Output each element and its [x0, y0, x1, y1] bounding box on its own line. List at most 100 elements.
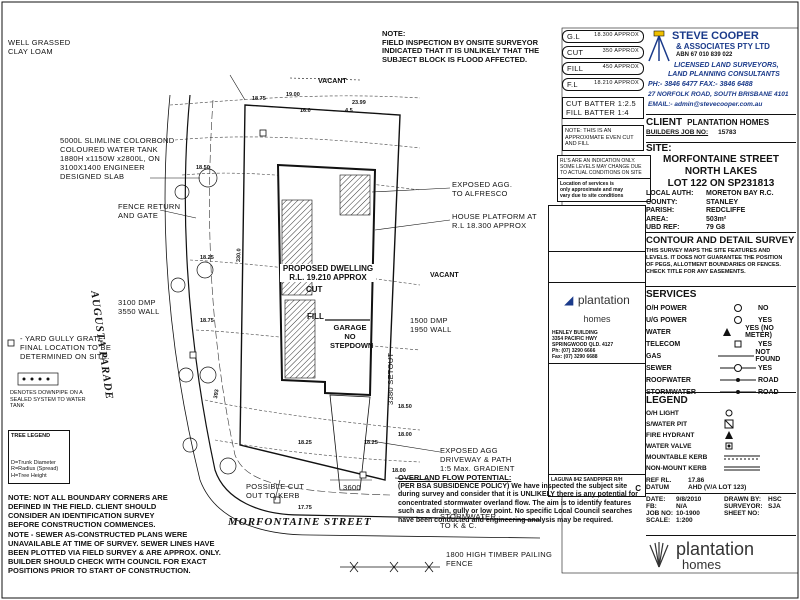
service-name: TELECOM [646, 340, 681, 348]
fence-top [244, 104, 401, 116]
legend-symbol-icon [724, 463, 760, 475]
service-symbol-icon [716, 351, 755, 361]
company-phone: PH:- 3846 6477 FAX:- 3846 6488 [648, 81, 753, 88]
service-name: ROOFWATER [646, 376, 691, 384]
house-platform-note: HOUSE PLATFORM AT R.L 18.300 APPROX [452, 212, 537, 230]
rl-note: RL'S ARE AN INDICATION ONLY. SOME LEVELS… [557, 155, 651, 179]
site-field-row: LOCAL AUTH:MORETON BAY R.C. [646, 190, 796, 199]
date-label: DATE: [646, 496, 666, 503]
fence-return-note: FENCE RETURN AND GATE [118, 202, 181, 220]
dmp-right-note: 1500 DMP 1950 WALL [410, 316, 452, 334]
site-field-row: AREA: 503m² [646, 216, 796, 225]
site-field-value: 79 G8 [706, 224, 726, 231]
builder-job-label: BUILDERS JOB NO: [646, 129, 709, 136]
legend-symbol-icon [724, 419, 734, 431]
legend-symbol-icon [724, 430, 734, 442]
exposed-driveway-note: EXPOSED AGG DRIVEWAY & PATH 1:5 Max. GRA… [440, 446, 515, 473]
kerb-cut-note: POSSIBLE CUT OUT TO KERB [246, 482, 305, 500]
batter-cut: CUT BATTER 1:2.5 [566, 99, 636, 108]
company-name: STEVE COOPER [672, 30, 759, 42]
site-field-value: 503m² [706, 215, 727, 223]
level-label: 18.00 [392, 468, 406, 474]
vacant-top-label: VACANT [318, 78, 347, 85]
driveway [329, 394, 371, 491]
legend-row: MOUNTABLE KERB [646, 452, 796, 463]
sheet-label: SHEET NO: [724, 510, 760, 517]
dmp-left-note: 3100 DMP 3550 WALL [118, 298, 160, 316]
site-field-key: UBD REF: [646, 224, 680, 231]
brand-name: plantation [577, 293, 630, 307]
batter-box: CUT BATTER 1:2.5 FILL BATTER 1:4 [562, 97, 644, 119]
level-label: 19.00 [286, 92, 300, 98]
datum-label: DATUM [646, 484, 669, 491]
site-field-key: AREA: [646, 215, 669, 223]
site-lot: LOT 122 ON SP231813 [667, 178, 775, 189]
tree-legend-box: TREE LEGEND D=Trunk Diameter R=Radius (S… [8, 430, 70, 484]
legend-row: O/H LIGHT [646, 408, 796, 419]
gl-value: 18.300 APPROX [594, 32, 639, 38]
service-status: NOT FOUND [755, 349, 781, 363]
survey-block: CONTOUR AND DETAIL SURVEY THIS SURVEY MA… [646, 232, 796, 276]
service-row: WATER YES (NO METER) [646, 325, 796, 339]
model-name: LAGUNA 842 SANDPIPER R/H [549, 474, 645, 486]
job-label: JOB NO: [646, 510, 674, 517]
fill-label: FILL [567, 64, 584, 73]
plantation-logo-large: plantation homes [646, 535, 796, 574]
stormwater-line [394, 477, 431, 481]
company-line2: LAND PLANNING CONSULTANTS [668, 71, 780, 78]
dim-label: 18.25 [364, 440, 378, 446]
flood-note: NOTE: FIELD INSPECTION BY ONSITE SURVEYO… [382, 29, 540, 64]
client-block: CLIENT PLANTATION HOMES BUILDERS JOB NO:… [646, 114, 796, 136]
company-line1: LICENSED LAND SURVEYORS, [674, 62, 779, 69]
blank-panel [549, 363, 645, 474]
site-block: SITE: MORFONTAINE STREET NORTH LAKES LOT… [646, 142, 796, 233]
timber-fence-note: 1800 HIGH TIMBER PAILING FENCE [446, 550, 553, 568]
company-email: EMAIL:- admin@stevecooper.com.au [648, 101, 763, 108]
garage-label: GARAGE NO STEPDOWN [330, 323, 374, 350]
service-name: WATER [646, 328, 671, 336]
survey-tripod-icon [648, 30, 670, 62]
gl-label: G.L [567, 32, 580, 41]
site-field-value: STANLEY [706, 198, 739, 206]
tank-note: 5000L SLIMLINE COLORBOND COLOURED WATER … [60, 136, 175, 181]
company-name-2: & ASSOCIATES PTY LTD [676, 42, 770, 51]
date-value: 9/8/2010 [676, 496, 702, 503]
revision-table [549, 206, 645, 252]
site-field-key: LOCAL AUTH: [646, 190, 694, 197]
site-field-row: COUNTY:STANLEY [646, 199, 796, 208]
drawn-value: HSC [768, 496, 782, 503]
company-abn: ABN 67 010 839 022 [676, 52, 733, 58]
downpipe-dots [22, 377, 50, 381]
client-label: CLIENT [646, 117, 683, 128]
service-name: O/H POWER [646, 304, 687, 312]
services-approx-note: Location of services is only approximate… [557, 178, 651, 202]
legend-row: WATER VALVE [646, 441, 796, 452]
service-status: YES [758, 364, 773, 372]
level-label: 18.25 [200, 255, 214, 261]
level-label: 18.75 [200, 318, 214, 324]
hatch-alfresco [339, 174, 371, 216]
site-field-value: REDCLIFFE [706, 207, 746, 214]
street-kerb [299, 514, 541, 521]
service-status: YES (NO METER) [745, 325, 774, 339]
surveyor-value: SJA [768, 503, 781, 510]
fill-label: FILL [307, 312, 324, 321]
boundary-note: NOTE: NOT ALL BOUNDARY CORNERS ARE DEFIN… [8, 493, 168, 529]
street-kerb-outer [309, 534, 541, 539]
builder-title-block: ◢ plantation homes HENLEY BUILDING 3354 … [548, 205, 646, 497]
brand-sub: homes [583, 314, 611, 324]
fill-value: 450 APPROX [602, 64, 639, 70]
site-fields: LOCAL AUTH:MORETON BAY R.C.COUNTY:STANLE… [646, 190, 796, 233]
fb-label: FB: [646, 503, 657, 510]
level-label: 17.75 [298, 505, 312, 511]
dim-label: 16.0 [300, 108, 311, 114]
legend-row: S/WATER PIT [646, 419, 796, 430]
tree-legend-title: TREE LEGEND [11, 433, 51, 439]
leader-lines [150, 74, 451, 501]
